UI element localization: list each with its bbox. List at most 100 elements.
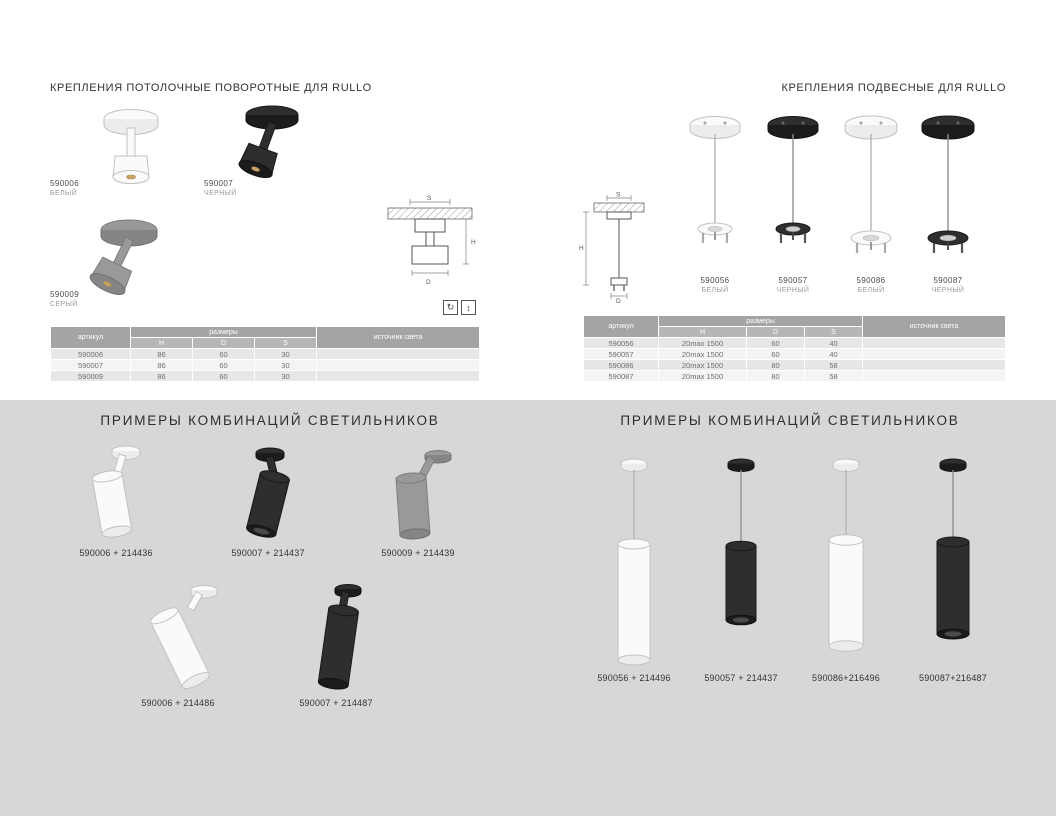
dim-label-d: D [426, 279, 431, 286]
cell-article: 590057 [583, 348, 659, 360]
product-article: 590087 [933, 276, 963, 285]
product-image-590087 [910, 112, 986, 268]
header-h: H [658, 326, 747, 338]
cell-source [316, 348, 480, 360]
cell-source [862, 359, 1006, 371]
table-row: 590007 86 60 30 [50, 359, 480, 371]
cell-d: 60 [746, 337, 805, 349]
product-label-590009: 590009 СЕРЫЙ [50, 290, 79, 309]
rotate-feature-icon: ↻ [443, 300, 458, 315]
product-color: ЧЕРНЫЙ [931, 287, 965, 295]
combo-image-590007-214437 [218, 444, 318, 547]
table-subheader-row: H D S [51, 337, 480, 349]
cell-s: 40 [803, 337, 864, 349]
cell-article: 590086 [583, 359, 659, 371]
cell-d: 80 [746, 359, 805, 371]
table-row: 590057 20max 1500 60 40 [583, 348, 1006, 360]
table-header-row: артикул размеры источник света [583, 315, 1006, 338]
product-label-590006: 590006 БЕЛЫЙ [50, 179, 79, 198]
pendant-dimension-drawing: S H D [578, 190, 658, 304]
dim-label-s: S [616, 192, 621, 199]
product-image-590007 [226, 102, 318, 200]
product-color: БЕЛЫЙ [50, 190, 78, 198]
combo-image-590087-216487 [924, 456, 982, 644]
cell-s: 40 [803, 348, 864, 360]
table-row: 590009 86 60 30 [50, 370, 480, 382]
combo-image-590056-214496 [606, 456, 662, 668]
header-source: источник света [862, 315, 1006, 338]
combo-label: 590086+216496 [812, 673, 880, 683]
pendant-mounts-title: КРЕПЛЕНИЯ ПОДВЕСНЫЕ ДЛЯ RULLO [781, 82, 1006, 94]
cell-source [862, 348, 1006, 360]
cell-s: 30 [253, 359, 318, 371]
cell-d: 60 [192, 359, 255, 371]
product-article: 590086 [856, 276, 886, 285]
product-label-590007: 590007 ЧЕРНЫЙ [204, 179, 237, 198]
header-d: D [746, 326, 805, 338]
header-source: источник света [316, 326, 480, 349]
ceiling-dimension-drawing: S H D [380, 194, 480, 289]
product-article: 590006 [50, 179, 80, 188]
table-row: 590056 20max 1500 60 40 [583, 337, 1006, 349]
cell-article: 590007 [50, 359, 131, 371]
combo-label: 590006 + 214486 [141, 698, 215, 708]
cell-h: 20max 1500 [658, 337, 747, 349]
header-sizes: размеры [129, 326, 318, 338]
header-article: артикул [583, 315, 659, 338]
product-image-590086 [833, 112, 909, 268]
combo-label: 590007 + 214437 [231, 548, 305, 558]
product-color: ЧЕРНЫЙ [204, 190, 237, 198]
cell-s: 58 [803, 370, 864, 382]
cell-article: 590009 [50, 370, 131, 382]
product-image-590056 [679, 112, 751, 262]
cell-s: 30 [253, 370, 318, 382]
cell-source [316, 359, 480, 371]
combo-examples-right-title: ПРИМЕРЫ КОМБИНАЦИЙ СВЕТИЛЬНИКОВ [620, 413, 960, 428]
product-color: ЧЕРНЫЙ [776, 287, 810, 295]
header-s: S [253, 337, 318, 349]
cell-article: 590006 [50, 348, 131, 360]
cell-h: 20max 1500 [658, 359, 747, 371]
combo-image-590006-214436 [66, 442, 166, 547]
combo-label: 590009 + 214439 [381, 548, 455, 558]
table-row: 590006 86 60 30 [50, 348, 480, 360]
ceiling-mounts-title: КРЕПЛЕНИЯ ПОТОЛОЧНЫЕ ПОВОРОТНЫЕ ДЛЯ RULL… [50, 82, 372, 94]
cell-h: 86 [130, 370, 193, 382]
product-color: БЕЛЫЙ [701, 287, 729, 295]
dim-label-d: D [616, 298, 621, 304]
cell-source [862, 337, 1006, 349]
cell-s: 58 [803, 359, 864, 371]
cell-s: 30 [253, 348, 318, 360]
cell-h: 86 [130, 359, 193, 371]
product-label-590087: 590087 ЧЕРНЫЙ [910, 276, 986, 295]
combo-label: 590057 + 214437 [704, 673, 778, 683]
pendant-mounts-table: артикул размеры источник света H D S 590… [583, 315, 1006, 382]
cell-source [316, 370, 480, 382]
cell-d: 60 [746, 348, 805, 360]
product-image-590009 [84, 216, 204, 312]
combo-image-590057-214437 [713, 456, 769, 628]
ceiling-mounts-table: артикул размеры источник света H D S 590… [50, 326, 480, 382]
cell-article: 590056 [583, 337, 659, 349]
combo-image-590009-214439 [368, 446, 468, 547]
combo-label: 590087+216487 [919, 673, 987, 683]
combo-examples-left-title: ПРИМЕРЫ КОМБИНАЦИЙ СВЕТИЛЬНИКОВ [100, 413, 440, 428]
combo-image-590006-214486 [126, 580, 246, 696]
product-article: 590056 [700, 276, 730, 285]
product-label-590086: 590086 БЕЛЫЙ [833, 276, 909, 295]
cell-d: 60 [192, 370, 255, 382]
product-label-590057: 590057 ЧЕРНЫЙ [757, 276, 829, 295]
dim-label-h: H [471, 239, 476, 246]
header-s: S [803, 326, 864, 338]
header-sizes: размеры [657, 315, 864, 327]
combo-image-590007-214487 [288, 580, 388, 696]
product-color: БЕЛЫЙ [857, 287, 885, 295]
product-article: 590009 [50, 290, 80, 299]
table-row: 590086 20max 1500 80 58 [583, 359, 1006, 371]
header-d: D [192, 337, 255, 349]
header-h: H [130, 337, 193, 349]
product-color: СЕРЫЙ [50, 301, 78, 309]
product-article: 590057 [778, 276, 808, 285]
cell-source [862, 370, 1006, 382]
